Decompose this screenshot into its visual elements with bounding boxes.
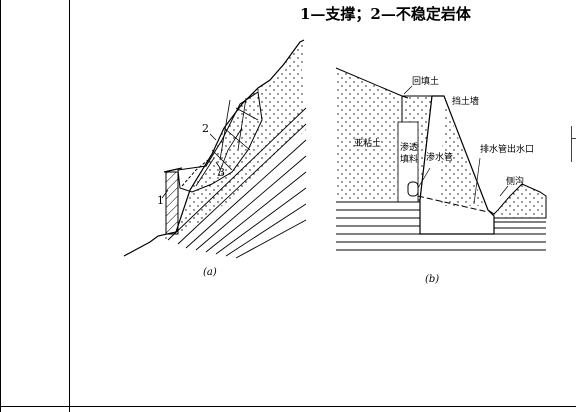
scrollbar-marker [571,126,576,162]
callout-1: 1 [157,194,164,207]
leader-drain [417,167,431,189]
figure-a: 1 2 3 (a) [123,39,307,278]
leader-ditch [499,185,509,197]
support-cap [163,167,183,173]
ground-surface [123,39,305,257]
callout-2: 2 [202,122,209,135]
leader-3 [215,161,221,169]
roadside-ditch [487,183,547,219]
label-filter-1: 渗透 [400,141,418,153]
rock-block-cracks [195,97,259,187]
failure-surface [181,159,209,187]
table-left-border [0,0,1,412]
drain-pipe [407,181,419,197]
subclay-mass [336,68,402,200]
callout-3: 3 [218,166,225,179]
figure-a-label: (a) [203,267,217,278]
drain-outlet-pipe [417,195,489,213]
figure-b-label: (b) [425,274,439,285]
figure-b: 回填土 挡土墙 亚粘土 渗透 填料 渗水管 排水管出水口 侧沟 (b) [335,67,547,285]
leader-outlet [473,157,481,205]
label-filter-2: 填料 [400,153,418,165]
bedding-lines [167,107,307,259]
label-subclay: 亚粘土 [354,137,381,149]
table-column-divider [69,0,70,412]
support-wall [165,171,179,235]
label-drain-pipe: 渗水管 [426,151,453,163]
hillside-mass [158,42,306,240]
label-backfill: 回填土 [412,75,439,87]
leader-2 [209,133,217,141]
leader-backfill [403,85,413,95]
label-outlet: 排水管出水口 [480,143,534,155]
table-bottom-rule [0,406,576,407]
wall-dots [440,100,484,206]
unstable-rock-block [177,91,263,193]
figure-caption: 1—支撑；2—不稳定岩体 [300,5,471,23]
label-ditch: 侧沟 [506,175,524,187]
leader-1 [161,189,169,199]
layered-ground [336,201,546,251]
label-retaining-wall: 挡土墙 [452,95,479,107]
